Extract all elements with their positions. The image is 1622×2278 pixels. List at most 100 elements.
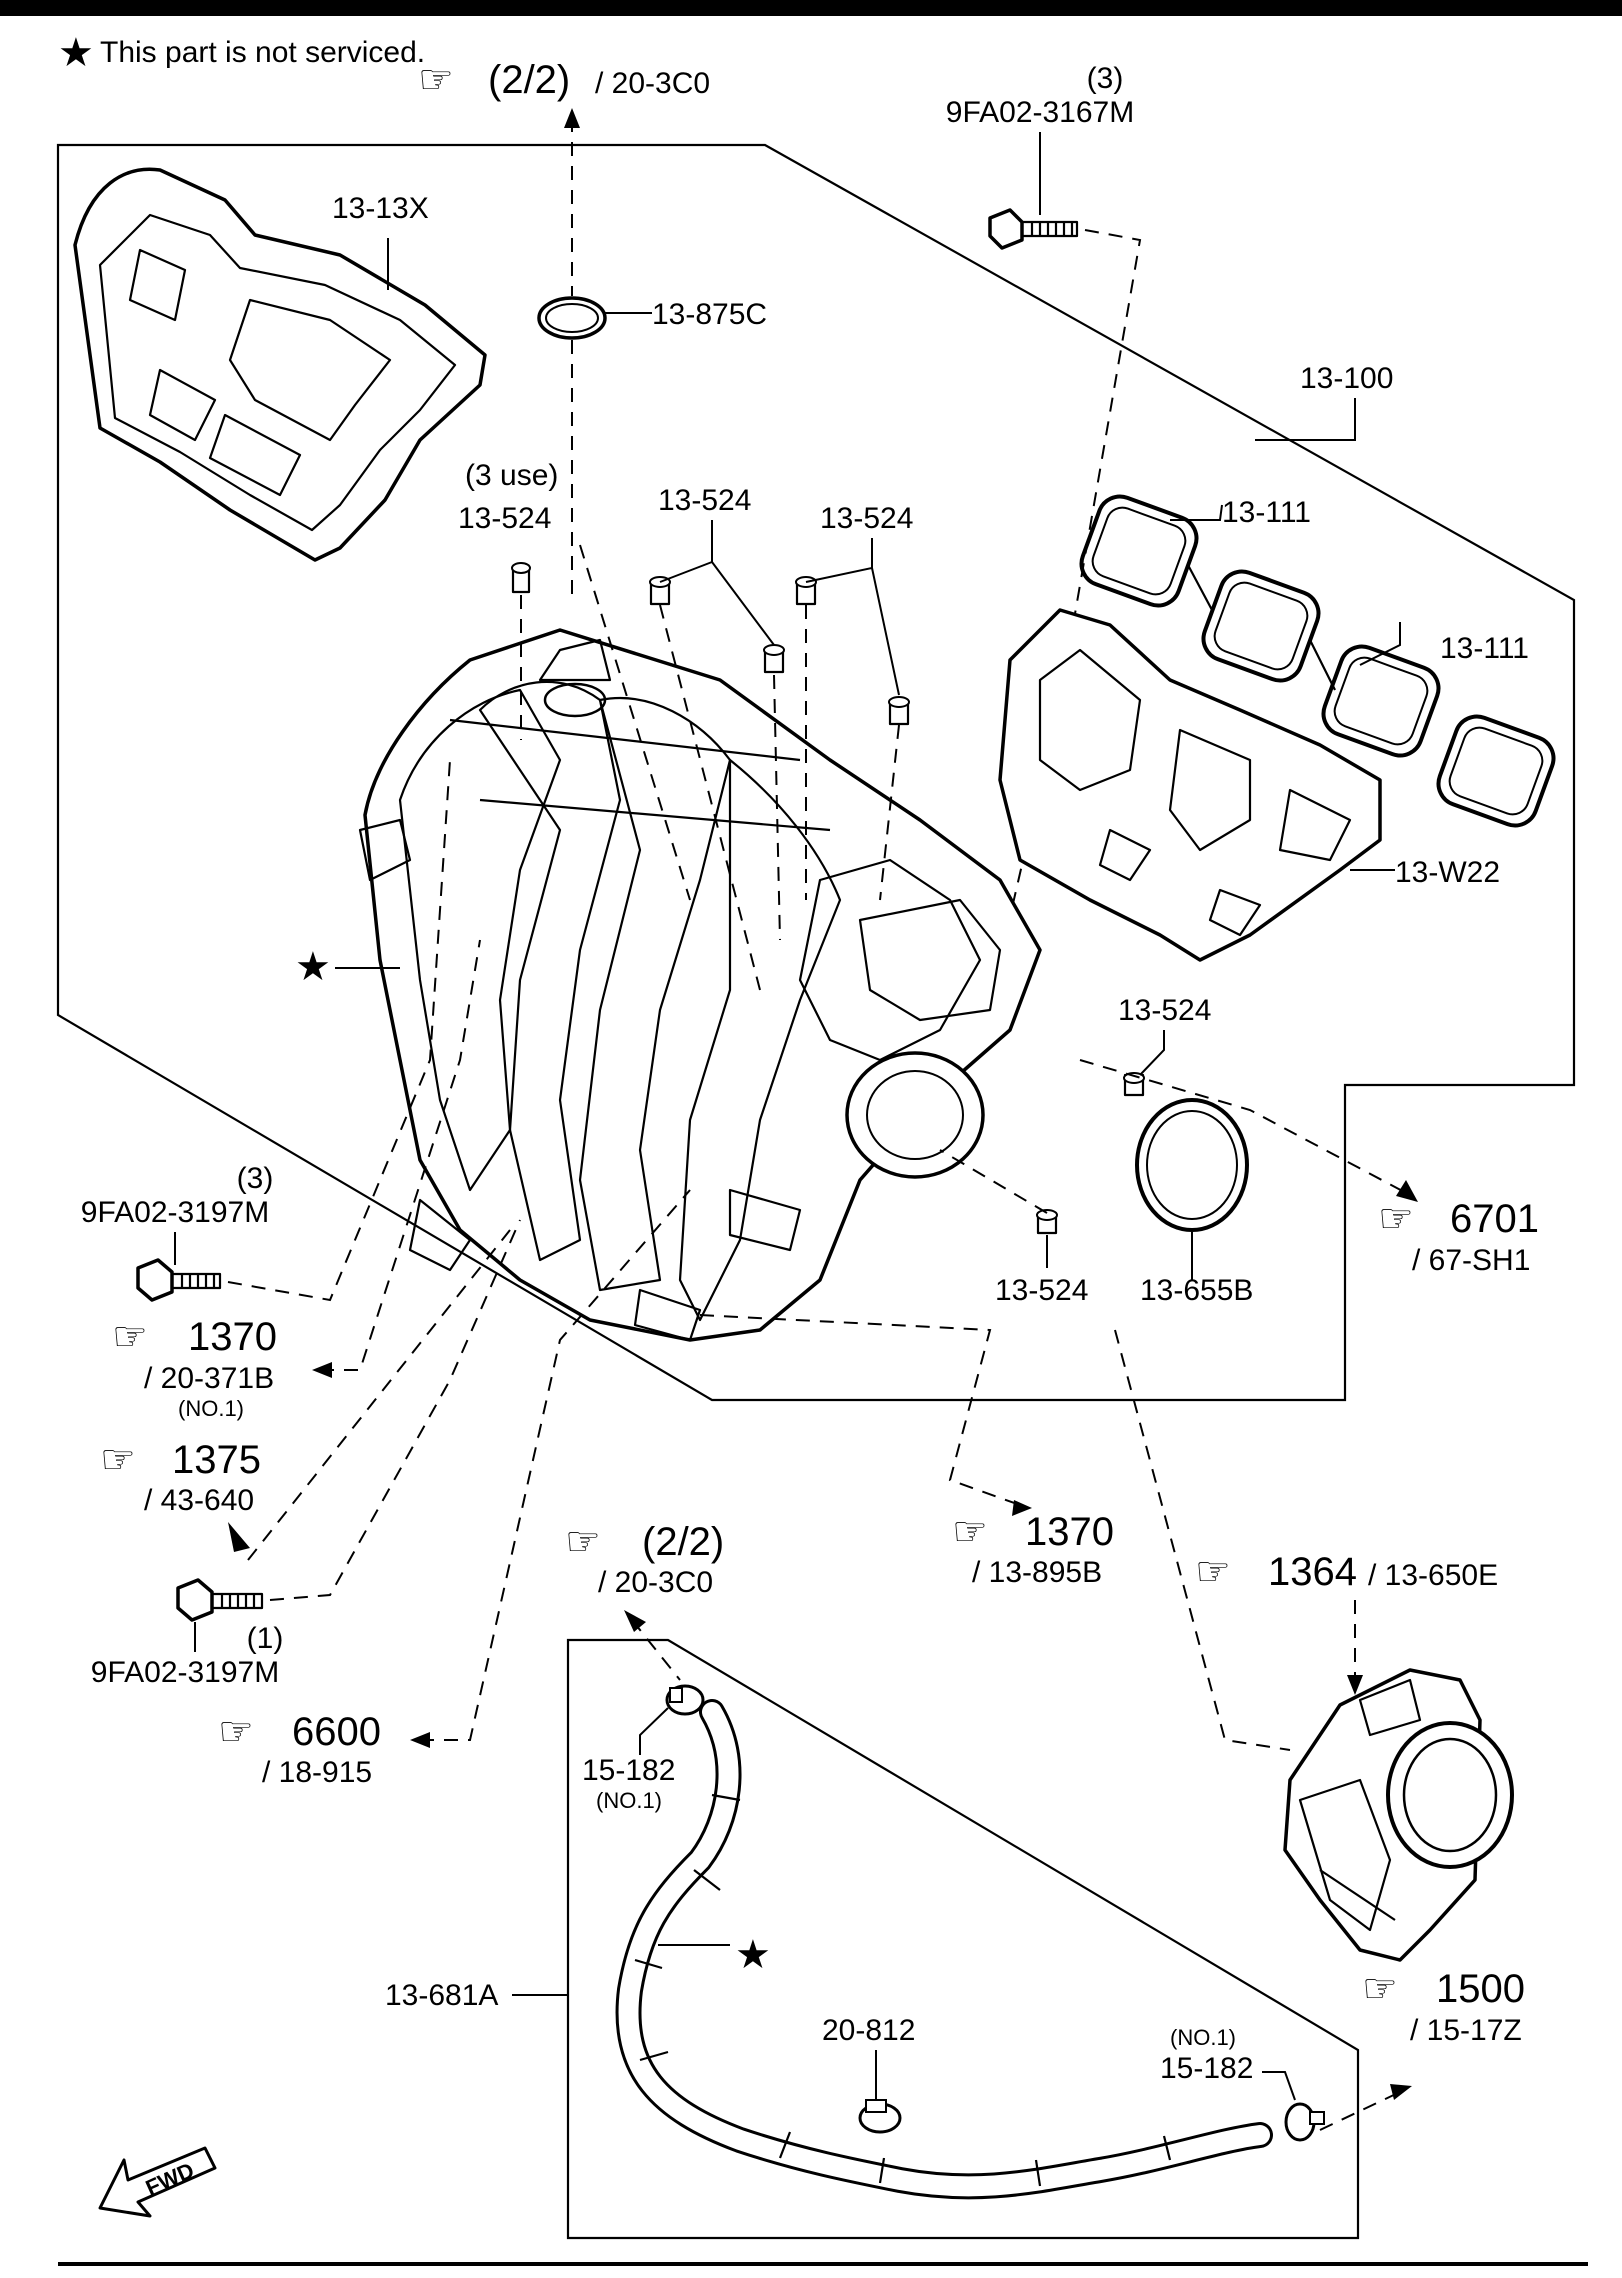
ref-1364[interactable]: ☞ 1364 / 13-650E — [1195, 1550, 1498, 1594]
label-hose: 13-681A — [385, 1979, 498, 2012]
ref-6600[interactable]: ☞ 6600 / 18-915 — [218, 1710, 381, 1789]
star-hose: ★ — [735, 1933, 771, 1977]
gasket-13-111[interactable] — [1075, 490, 1559, 831]
clamp-top[interactable] — [665, 1684, 705, 1716]
ref-top-center[interactable]: ☞ (2/2) / 20-3C0 — [418, 58, 710, 102]
intake-manifold[interactable] — [358, 628, 1042, 1342]
clamp-right[interactable] — [1284, 2102, 1325, 2142]
label-stud-d: 13-524 — [1118, 994, 1211, 1027]
label-clamp-right-sub: (NO.1) — [1170, 2025, 1236, 2050]
label-clamp-top: 15-182 — [582, 1754, 675, 1787]
manifold-frame — [56, 143, 1576, 1402]
label-insulator: 13-W22 — [1395, 856, 1500, 889]
dash-hose-ref — [631, 1619, 681, 1681]
dash-1370-center — [699, 1314, 1021, 1506]
ref-page: 1364 — [1268, 1550, 1357, 1594]
arrow-1370-left-icon — [312, 1362, 332, 1378]
bottom-rule — [58, 2262, 1588, 2266]
leader-gasket-a — [1170, 504, 1223, 521]
dash-bolt-lower — [269, 1219, 521, 1601]
label-stud-c: 13-524 — [820, 502, 913, 535]
leader-manifold — [1255, 398, 1356, 441]
leader-stud-d — [1139, 1030, 1165, 1076]
label-bolt-left: 9FA02-3197M — [81, 1196, 269, 1229]
bolt-left[interactable] — [136, 1258, 222, 1302]
leader-stud-c — [805, 538, 900, 696]
hand-icon: ☞ — [418, 58, 454, 102]
ref-page: 6701 — [1450, 1197, 1539, 1241]
hand-icon: ☞ — [100, 1438, 136, 1482]
star-manifold: ★ — [295, 945, 331, 989]
dash-1375 — [247, 1229, 511, 1561]
label-bolt-top-qty: (3) — [1087, 62, 1124, 95]
dash-1500 — [1319, 2091, 1401, 2131]
ref-page: 1500 — [1436, 1967, 1525, 2011]
insulator-13-W22[interactable] — [998, 608, 1382, 962]
hand-icon: ☞ — [112, 1315, 148, 1359]
label-bolt-left-qty: (3) — [237, 1162, 274, 1195]
label-stud-b: 13-524 — [658, 484, 751, 517]
bolt-top[interactable] — [988, 208, 1079, 250]
ref-code: / 20-3C0 — [595, 67, 710, 100]
ref-code: / 15-17Z — [1410, 2014, 1522, 2047]
throttle-gasket-13-655B[interactable] — [1135, 1098, 1249, 1232]
ref-1375[interactable]: ☞ 1375 / 43-640 — [100, 1438, 261, 1517]
label-cover: 13-13X — [332, 192, 429, 225]
hand-icon: ☞ — [952, 1510, 988, 1554]
label-oring: 13-875C — [652, 298, 767, 331]
throttle-body[interactable] — [1283, 1668, 1514, 1962]
ref-page: (2/2) — [642, 1520, 724, 1564]
dash-6600 — [420, 1189, 691, 1741]
label-stud-e: 13-524 — [995, 1274, 1088, 1307]
arrow-1364-icon — [1347, 1675, 1363, 1695]
leader-stud-b — [659, 520, 775, 646]
fwd-arrow-icon: FWD — [98, 2146, 217, 2218]
arrow-up-icon — [564, 108, 580, 128]
hose-13-681A[interactable] — [615, 1699, 1273, 2200]
hand-icon: ☞ — [1362, 1967, 1398, 2011]
label-clamp-right: 15-182 — [1160, 2052, 1253, 2085]
ref-1500[interactable]: ☞ 1500 / 15-17Z — [1362, 1967, 1525, 2047]
bolt-lower[interactable] — [176, 1578, 264, 1622]
ref-page: 1370 — [188, 1315, 277, 1359]
not-serviced-note: ★ This part is not serviced. — [58, 31, 425, 75]
ref-6701[interactable]: ☞ 6701 / 67-SH1 — [1378, 1197, 1539, 1277]
dash-throttle — [1114, 1329, 1291, 1751]
clip-20-812[interactable] — [858, 2099, 902, 2134]
ref-1370-center[interactable]: ☞ 1370 / 13-895B — [952, 1510, 1114, 1589]
engine-cover[interactable] — [73, 167, 487, 562]
o-ring-13-875C[interactable] — [537, 296, 607, 340]
arrow-1500-icon — [1390, 2084, 1412, 2100]
ref-code: / 13-895B — [972, 1556, 1102, 1589]
ref-code: / 43-640 — [144, 1484, 254, 1517]
label-gasket-a: 13-111 — [1222, 496, 1311, 529]
arrow-hose-ref-icon — [624, 1610, 646, 1632]
label-throttle-gasket: 13-655B — [1140, 1274, 1253, 1307]
arrow-1375-icon — [228, 1522, 250, 1552]
dash-studs — [520, 544, 1048, 1214]
ref-code: / 13-650E — [1368, 1559, 1498, 1592]
hand-icon: ☞ — [565, 1520, 601, 1564]
arrow-6600-icon — [410, 1732, 430, 1748]
note-star: ★ — [58, 31, 94, 75]
top-rule — [0, 0, 1622, 16]
arrow-6701-icon — [1396, 1180, 1418, 1202]
note-text: This part is not serviced. — [100, 36, 425, 69]
ref-hose-2-2[interactable]: ☞ (2/2) / 20-3C0 — [565, 1520, 724, 1599]
ref-sub: (NO.1) — [178, 1396, 244, 1421]
hand-icon: ☞ — [1378, 1197, 1414, 1241]
leader-gasket-b — [1359, 622, 1401, 666]
ref-page: 1370 — [1025, 1510, 1114, 1554]
dash-bolt-left — [227, 759, 451, 1302]
ref-1370-left[interactable]: ☞ 1370 / 20-371B (NO.1) — [112, 1315, 277, 1421]
hand-icon: ☞ — [218, 1710, 254, 1754]
label-bolt-top: 9FA02-3167M — [946, 96, 1134, 129]
label-manifold: 13-100 — [1300, 362, 1393, 395]
ref-code: / 18-915 — [262, 1756, 372, 1789]
dash-1370-left — [320, 939, 481, 1371]
leader-clamp-right — [1262, 2071, 1296, 2101]
ref-page: 6600 — [292, 1710, 381, 1754]
ref-page: 1375 — [172, 1438, 261, 1482]
hose-frame — [566, 1638, 1360, 2240]
dash-6701 — [1079, 1059, 1411, 1196]
